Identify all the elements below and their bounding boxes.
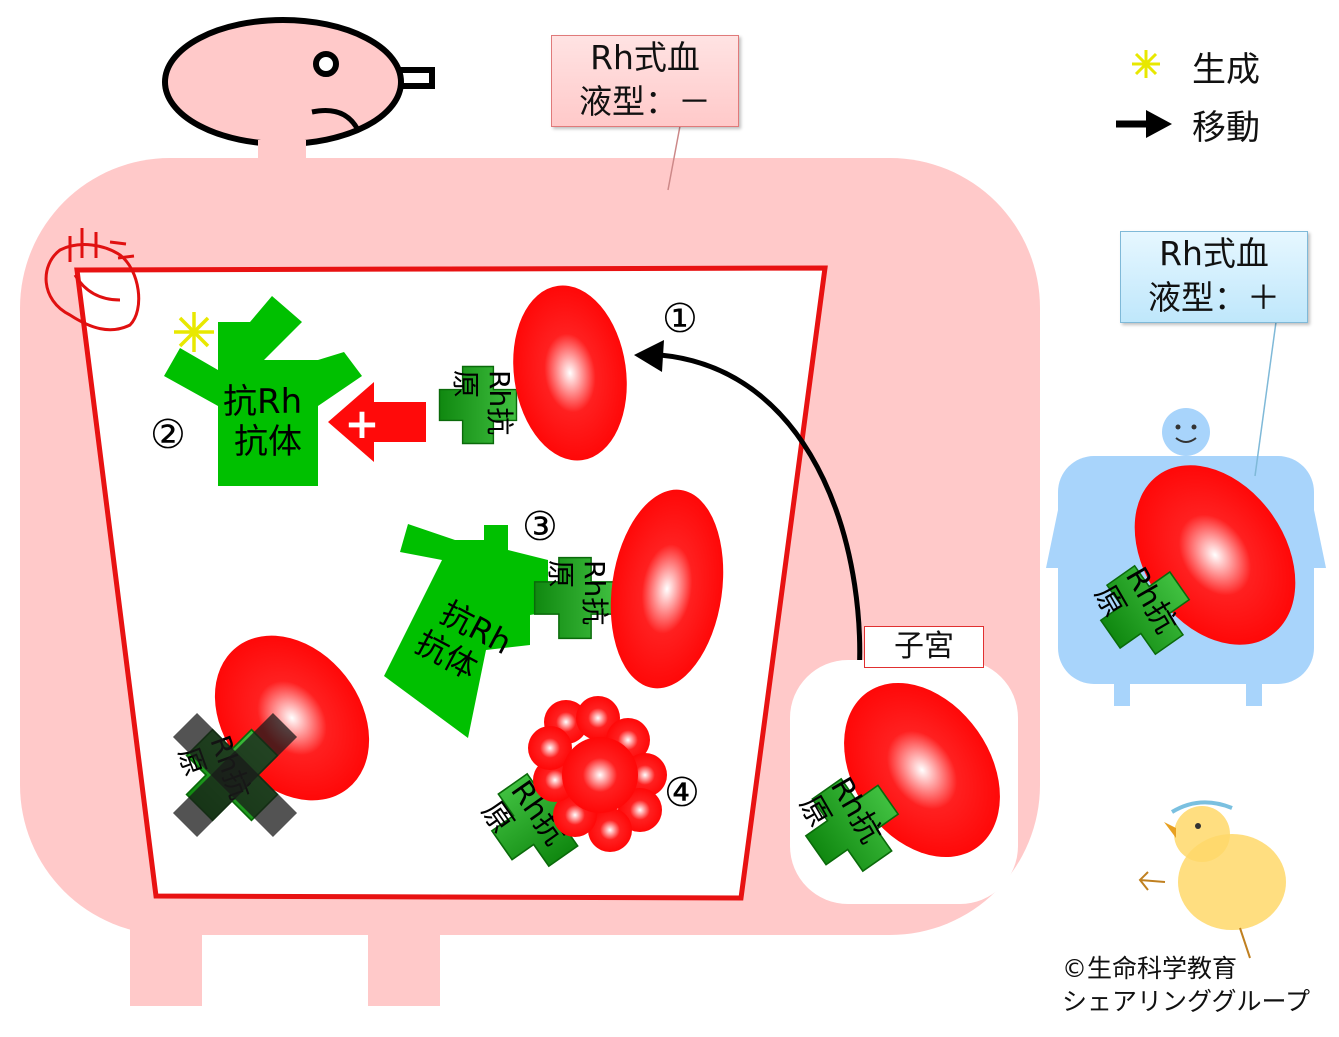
legend-sparkle-icon xyxy=(1132,50,1160,78)
mother-leg-left xyxy=(130,920,202,1006)
mother-mouth xyxy=(311,108,361,132)
legend-generate-label: 生成 xyxy=(1192,50,1260,90)
cross-out-mark xyxy=(172,712,298,838)
step-1-number: ① xyxy=(662,296,698,342)
fetus-callout-line xyxy=(1254,321,1277,477)
move-arrow-head xyxy=(634,340,664,372)
mother-leg-right xyxy=(368,920,440,1006)
antibody-label-step2: 抗Rh 抗体 xyxy=(223,382,313,462)
mother-blood-type-line1: Rh式血 xyxy=(590,38,700,77)
mother-head xyxy=(162,17,404,147)
antibody-binding xyxy=(384,524,548,738)
uterus-label: 子宮 xyxy=(864,626,984,668)
step-2-number: ② xyxy=(150,412,186,458)
red-blood-cell-step1 xyxy=(513,285,627,461)
move-arrow-path xyxy=(659,352,863,691)
credit-line1: ©生命科学教育 xyxy=(1062,954,1238,983)
stimulate-arrow xyxy=(328,382,426,462)
antigen-label-step3: Rh抗 原 xyxy=(544,560,611,634)
credit-text: ©生命科学教育 シェアリンググループ xyxy=(1062,952,1310,1018)
mother-blood-type-line2: 液型：－ xyxy=(579,82,711,121)
plus-sign: + xyxy=(344,399,379,448)
antibody-generated xyxy=(164,296,362,486)
lysed-red-blood-cell xyxy=(528,696,667,852)
red-blood-cell-step3 xyxy=(610,489,724,689)
sparkle-icon xyxy=(174,312,214,352)
heart-icon xyxy=(44,228,141,332)
credit-line2: シェアリンググループ xyxy=(1062,987,1311,1016)
fetus-blood-type-line1: Rh式血 xyxy=(1159,234,1269,273)
legend-arrow-icon xyxy=(1116,110,1172,138)
legend-move-label: 移動 xyxy=(1192,108,1260,148)
step-3-number: ③ xyxy=(522,504,558,550)
mother-eye xyxy=(313,51,339,77)
mother-callout-line xyxy=(667,125,681,191)
chick-icon xyxy=(1138,800,1286,959)
antigen-label-step1: Rh抗 原 xyxy=(449,370,516,444)
fetus-blood-type-label: Rh式血 液型：＋ xyxy=(1120,231,1308,323)
fetus-head xyxy=(1162,408,1210,456)
step-4-number: ④ xyxy=(664,770,700,816)
mother-nose xyxy=(398,67,435,89)
mother-blood-type-label: Rh式血 液型：－ xyxy=(551,35,739,127)
fetus-blood-type-line2: 液型：＋ xyxy=(1148,278,1280,317)
